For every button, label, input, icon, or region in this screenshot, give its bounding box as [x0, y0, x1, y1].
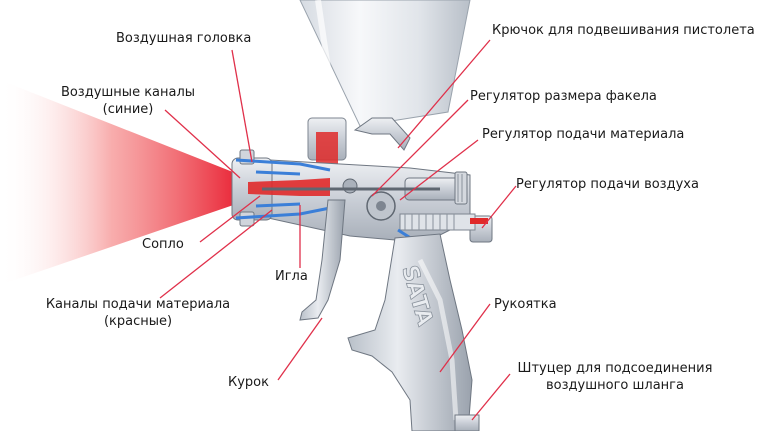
label-needle: Игла [275, 269, 308, 284]
material-channels [248, 178, 440, 196]
trigger [299, 199, 346, 321]
label-fitting-line1: Штуцер для подсоединения [517, 361, 713, 376]
leader-fan-regulator [371, 99, 469, 197]
label-material-channels: Каналы подачи материала (красные) [38, 296, 238, 330]
label-air-channels: Воздушные каналы (синие) [58, 84, 198, 118]
label-air-channels-title: Воздушные каналы [60, 85, 196, 100]
label-fan-regulator: Регулятор размера факела [470, 89, 657, 104]
label-air-head: Воздушная головка [116, 31, 252, 46]
leader-material-regulator [399, 139, 479, 201]
leader-air-channels [164, 109, 241, 179]
hook [353, 117, 411, 151]
label-material-regulator: Регулятор подачи материала [482, 127, 685, 142]
label-material-channels-note: (красные) [103, 314, 173, 329]
label-handle: Рукоятка [494, 297, 557, 312]
leader-material-channels [159, 209, 273, 299]
label-fitting-line2: воздушного шланга [546, 378, 684, 393]
air-fitting [454, 414, 480, 431]
label-trigger: Курок [228, 375, 269, 390]
label-air-channels-note: (синие) [102, 102, 154, 117]
label-fitting: Штуцер для подсоединения воздушного шлан… [510, 360, 720, 394]
leader-fitting [471, 373, 511, 421]
gear-wheel [366, 191, 396, 221]
rivet [342, 178, 358, 194]
cup-connector [307, 117, 347, 168]
label-nozzle: Сопло [142, 237, 184, 252]
leader-trigger [277, 317, 323, 381]
leader-nozzle [199, 195, 261, 243]
label-material-channels-title: Каналы подачи материала [45, 297, 231, 312]
leader-air-head [231, 49, 253, 163]
gun-handle: SATA [347, 233, 473, 431]
leader-hook [397, 39, 491, 149]
leader-air-regulator [481, 185, 517, 229]
leader-handle [439, 303, 491, 373]
paint-cup [299, 0, 471, 127]
label-air-regulator: Регулятор подачи воздуха [516, 177, 699, 192]
label-hook: Крючок для подвешивания пистолета [492, 23, 755, 38]
leader-lines [159, 39, 517, 421]
